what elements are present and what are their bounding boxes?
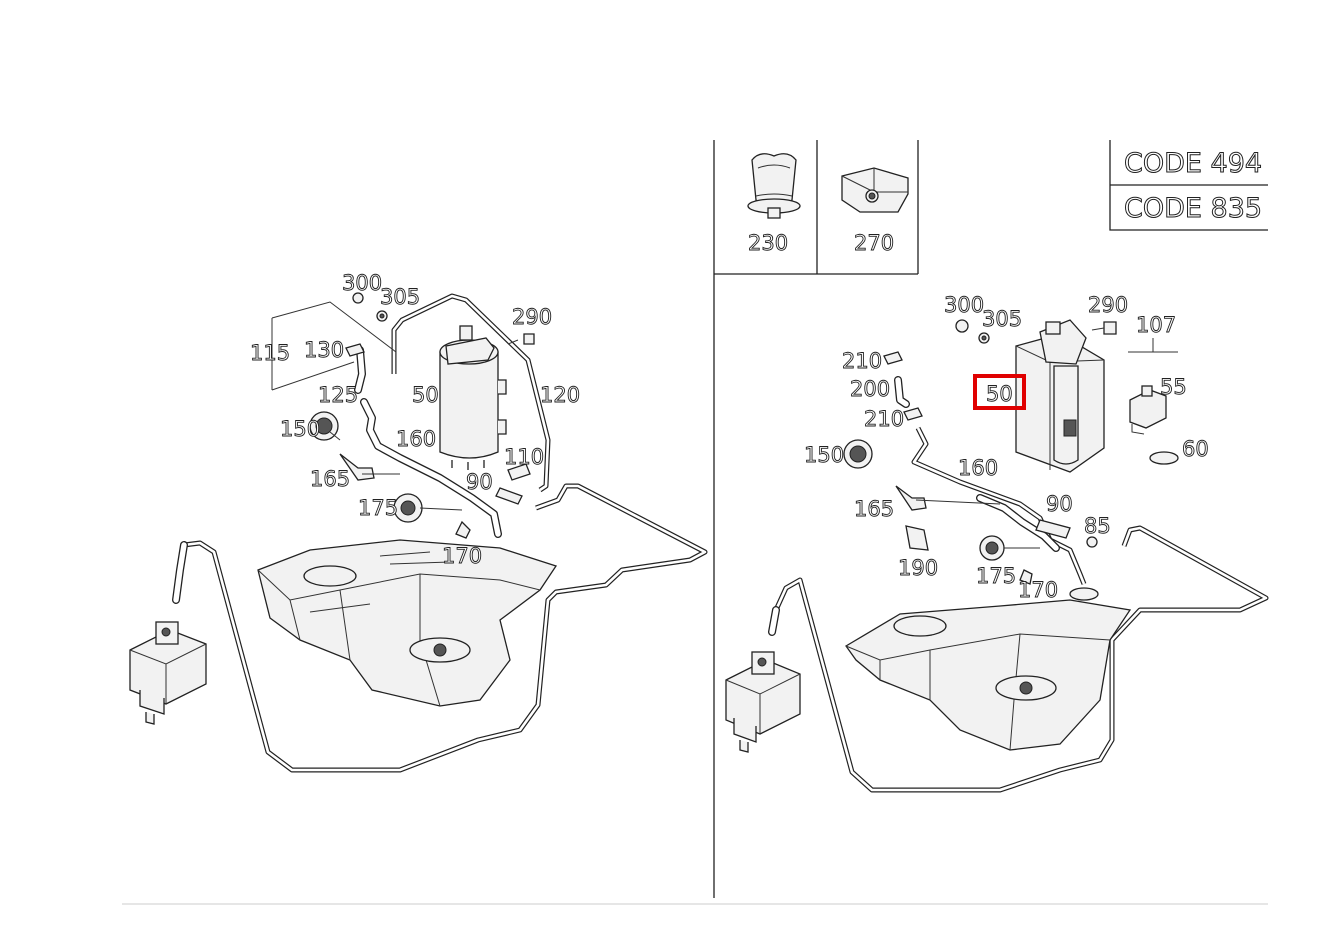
left-callout-160: 160	[396, 427, 436, 451]
left-callout-125: 125	[318, 383, 358, 407]
inset-clip-230: 230	[747, 153, 801, 255]
right-callout-210-lower: 210	[864, 407, 904, 431]
fuel-tank-left	[257, 539, 558, 707]
left-callout-115: 115	[250, 341, 290, 365]
solenoid-valve-55	[1129, 385, 1167, 435]
right-callout-85: 85	[1084, 514, 1111, 538]
right-callout-305: 305	[982, 307, 1022, 331]
left-callouts: 300 305 290 115 130 125 50 120 150 160 1…	[250, 271, 581, 569]
highlight-box	[973, 374, 1026, 410]
right-callout-107: 107	[1136, 313, 1176, 337]
code-835: CODE 835	[1124, 193, 1262, 224]
right-callout-175: 175	[976, 564, 1016, 588]
right-callout-55: 55	[1160, 375, 1187, 399]
right-callouts: 300 305 290 107 210 200 50 55 210 150 16…	[804, 293, 1210, 603]
code-494: CODE 494	[1124, 148, 1262, 179]
frame	[122, 140, 1268, 905]
left-callout-170: 170	[442, 544, 482, 568]
purge-valve-left	[129, 621, 207, 725]
left-callout-120: 120	[540, 383, 580, 407]
right-callout-190: 190	[898, 556, 938, 580]
right-callout-170: 170	[1018, 578, 1058, 602]
left-callout-290: 290	[512, 305, 552, 329]
left-callout-130: 130	[304, 338, 344, 362]
charcoal-canister-right	[1015, 319, 1105, 473]
left-callout-150: 150	[280, 417, 320, 441]
right-callout-150: 150	[804, 443, 844, 467]
right-callout-160: 160	[958, 456, 998, 480]
inset-holder-270: 270	[841, 167, 909, 255]
fuel-tank-right	[845, 587, 1132, 751]
left-callout-110: 110	[504, 445, 544, 469]
left-callout-90: 90	[466, 470, 493, 494]
left-callout-305: 305	[380, 285, 420, 309]
right-callout-200: 200	[850, 377, 890, 401]
right-callout-60: 60	[1182, 437, 1209, 461]
left-callout-50: 50	[412, 383, 439, 407]
right-callout-290: 290	[1088, 293, 1128, 317]
code-table: CODE 494 CODE 835	[1109, 140, 1268, 231]
left-assembly	[129, 292, 708, 773]
charcoal-canister-left	[439, 325, 507, 470]
right-callout-165: 165	[854, 497, 894, 521]
inset-label-270: 270	[854, 231, 894, 255]
left-callout-300: 300	[342, 271, 382, 295]
right-callout-210-upper: 210	[842, 349, 882, 373]
purge-valve-right	[725, 651, 801, 753]
left-callout-175: 175	[358, 496, 398, 520]
right-assembly	[725, 319, 1269, 793]
left-callout-165: 165	[310, 467, 350, 491]
right-callout-300: 300	[944, 293, 984, 317]
right-callout-50: 50	[986, 382, 1013, 406]
inset-label-230: 230	[748, 231, 788, 255]
right-callout-90: 90	[1046, 492, 1073, 516]
